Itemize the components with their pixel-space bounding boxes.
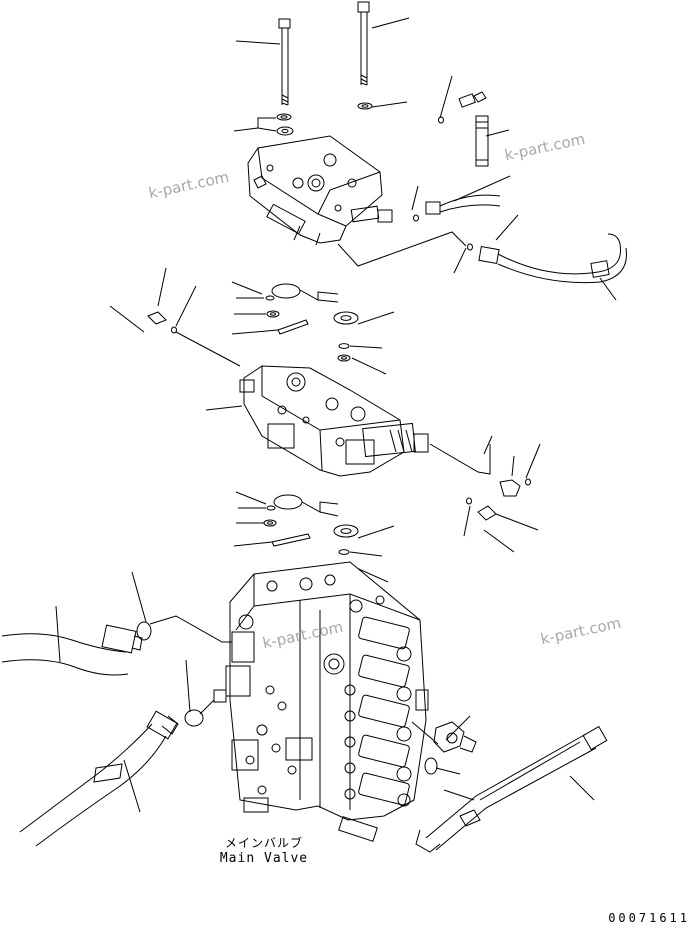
pipe-line-middle: [429, 443, 491, 475]
washers-top: [276, 102, 373, 136]
leader-lines-middle-upper: [109, 267, 395, 411]
top-valve-block: [247, 135, 393, 246]
pipe-line-top: [337, 231, 467, 267]
bolt-right: [357, 1, 370, 86]
middle-valve-block: [239, 365, 429, 477]
main-valve-body: [213, 561, 429, 842]
seals-middle-lower: [263, 494, 359, 570]
main-valve-fittings: [411, 715, 477, 775]
left-fittings-middle: [147, 311, 241, 367]
seals-middle-upper: [265, 283, 359, 362]
caption-japanese: メインバルブ: [224, 836, 303, 850]
right-hose: [415, 725, 608, 853]
leader-lines-top: [233, 17, 617, 301]
top-hose: [478, 233, 627, 284]
left-hose-upper: [1, 571, 152, 676]
document-number: 00071611: [608, 911, 690, 925]
left-hose-lower: [19, 659, 204, 847]
leader-lines-middle-lower: [233, 491, 395, 583]
caption-english: Main Valve: [219, 851, 309, 866]
top-fittings: [413, 91, 501, 251]
bolt-left: [278, 18, 291, 106]
main-valve-caption: メインバルブ Main Valve: [214, 836, 314, 866]
right-fittings-middle: [463, 435, 541, 553]
main-valve-pipe-lines: [149, 615, 475, 801]
